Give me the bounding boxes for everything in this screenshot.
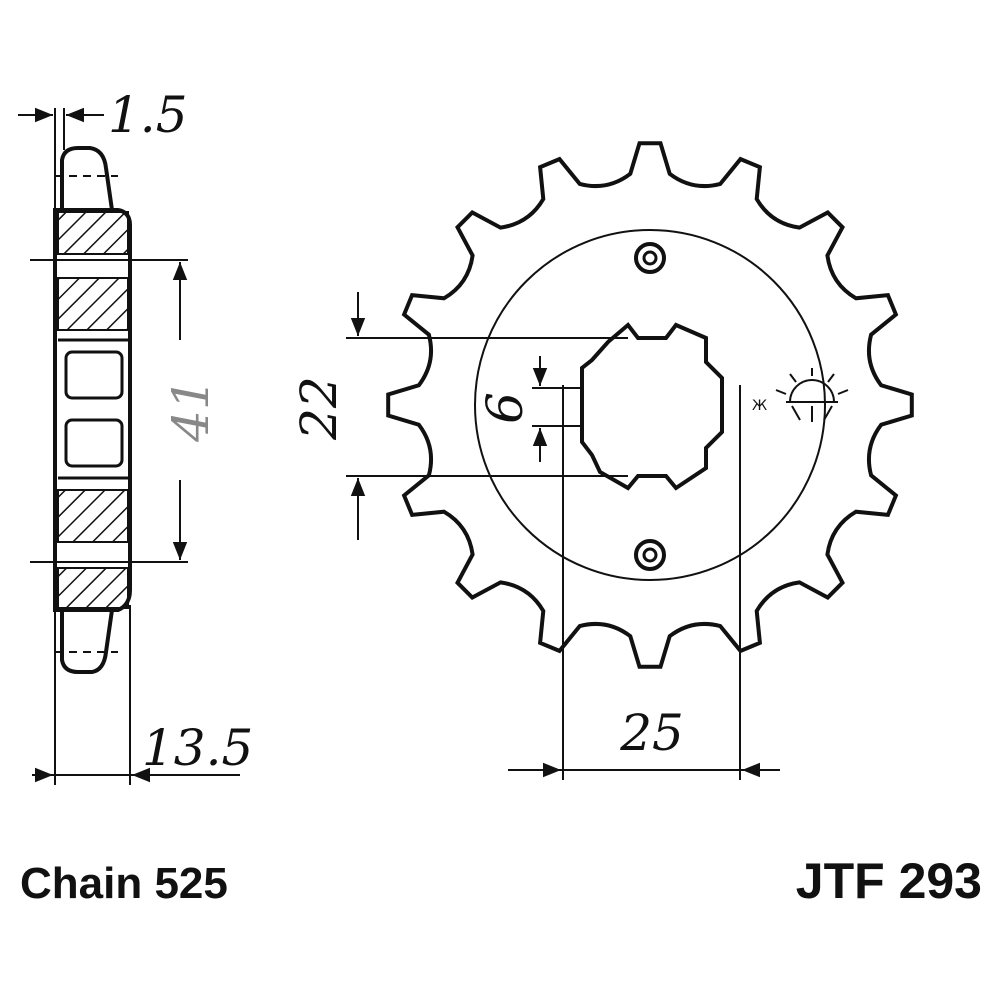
dim-25-label: 25 xyxy=(619,704,684,762)
side-view-slot-2 xyxy=(64,418,124,468)
side-view: 41 1.5 13.5 xyxy=(18,86,253,785)
chain-label: Chain 525 xyxy=(20,859,228,908)
dim-41-label: 41 xyxy=(162,378,220,443)
bolt-hole-bottom xyxy=(634,539,666,571)
pitch-circle xyxy=(474,229,826,581)
sprocket-outline xyxy=(386,141,914,669)
dim-22-label: 22 xyxy=(290,376,348,441)
side-view-hatch-upper xyxy=(57,277,129,331)
dim-1-5-label: 1.5 xyxy=(108,86,188,144)
side-view-slot-1 xyxy=(64,350,124,400)
splined-bore xyxy=(580,322,724,491)
side-view-bottom-tooth xyxy=(60,609,114,674)
side-view-hatch-lower xyxy=(57,489,129,543)
side-view-outline xyxy=(53,208,132,612)
side-view-hatch-bottom xyxy=(57,567,129,609)
front-view: 22 6 25 Ж xyxy=(290,141,914,780)
part-code: JTF 293 xyxy=(796,853,982,909)
dim-6-label: 6 xyxy=(476,392,534,424)
svg-text:Ж: Ж xyxy=(752,398,767,414)
side-view-top-tooth xyxy=(60,146,114,211)
sun-mark-icon: Ж xyxy=(752,368,849,422)
side-view-hatch-top xyxy=(57,211,129,255)
dim-13-5-label: 13.5 xyxy=(142,719,253,777)
bolt-hole-top xyxy=(634,242,666,274)
